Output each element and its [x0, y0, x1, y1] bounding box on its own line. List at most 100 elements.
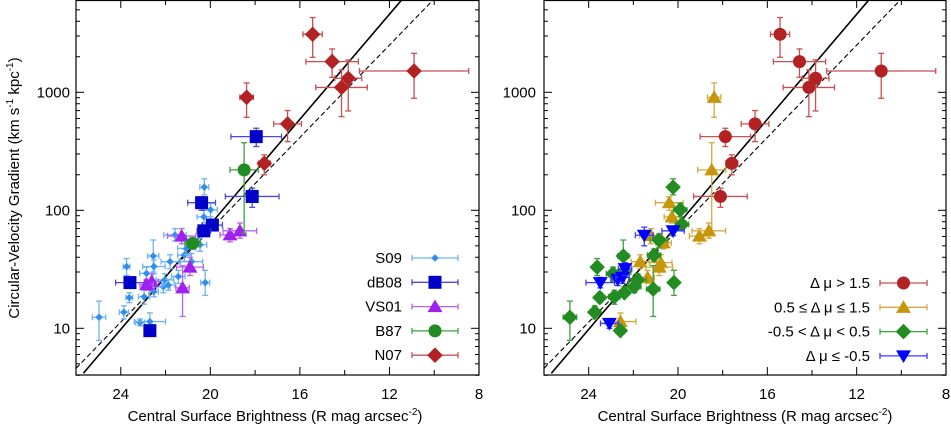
data-point: [606, 288, 623, 305]
legend-entry: S09: [375, 250, 459, 267]
data-point: [238, 89, 255, 106]
legend-marker: [431, 254, 439, 262]
data-point: [340, 70, 357, 87]
data-point: [171, 231, 179, 239]
data-point: [95, 313, 103, 322]
data-point: [632, 254, 648, 268]
data-point: [601, 317, 617, 331]
data-point: [142, 269, 151, 278]
series-N07: [238, 16, 470, 176]
x-tick-label: 24: [112, 386, 129, 403]
x-axis-label-left: Central Surface Brightness (R mag arcsec…: [128, 407, 423, 425]
plot-frame: [75, 0, 480, 376]
data-point: [802, 80, 816, 94]
series-B87: [184, 142, 259, 250]
legend-label: B87: [375, 323, 402, 340]
data-point: [713, 189, 727, 203]
legend-label: N07: [374, 347, 402, 364]
data-point: [636, 229, 652, 243]
legend-entry: 0.5 ≤ Δ μ ≤ 1.5: [774, 299, 928, 316]
data-point: [874, 64, 888, 78]
data-point: [645, 281, 662, 297]
y-tick-label: 100: [45, 202, 70, 219]
x-tick-label: 12: [848, 386, 865, 403]
series--0-5: [585, 225, 685, 331]
legend-marker: [427, 347, 443, 363]
plot-frame: [543, 0, 947, 376]
legend-label: -0.5 < Δ μ < 0.5: [768, 324, 870, 341]
plot-area: [76, 0, 470, 374]
data-point: [200, 183, 209, 191]
data-point: [146, 317, 154, 326]
y-tick-label: 10: [53, 320, 70, 337]
x-tick-label: 8: [942, 386, 950, 403]
legend-label: VS01: [365, 299, 402, 316]
error-bar: [697, 142, 727, 234]
legend-entry: N07: [374, 347, 459, 364]
data-point: [174, 228, 190, 242]
plot-area: [544, 0, 937, 374]
data-point: [691, 228, 707, 242]
series-VS01: [139, 222, 258, 318]
dashed-fit-line: [76, 0, 434, 369]
data-point: [592, 277, 608, 290]
data-point: [195, 196, 209, 210]
data-point: [665, 225, 681, 238]
data-point: [406, 63, 422, 79]
data-point: [333, 79, 350, 96]
legend-entry: Δ μ > 1.5: [810, 275, 928, 292]
legend-label: 0.5 ≤ Δ μ ≤ 1.5: [774, 299, 870, 316]
solid-fit-line: [550, 0, 870, 374]
data-point: [222, 227, 238, 241]
legend-marker: [896, 300, 911, 313]
series-S09: [91, 178, 218, 342]
data-point: [586, 304, 603, 320]
data-point: [175, 280, 191, 294]
axis-ticks: [544, 0, 947, 376]
data-point: [149, 252, 157, 260]
data-point: [182, 259, 198, 273]
data-point: [748, 117, 762, 131]
legend-entry: -0.5 < Δ μ < 0.5: [768, 323, 928, 341]
legend-marker: [428, 324, 442, 338]
data-point: [279, 116, 296, 132]
data-point: [232, 223, 248, 237]
data-point: [120, 308, 128, 316]
legend-label: Δ μ > 1.5: [810, 275, 870, 292]
legend-entry: Δ μ ≤ -0.5: [806, 348, 928, 365]
data-point: [773, 27, 787, 41]
y-axis-label: Circular-Velocity Gradient (km s-1 kpc-1…: [5, 57, 23, 318]
data-point: [304, 26, 321, 43]
data-point: [626, 278, 643, 295]
data-point: [646, 247, 662, 263]
x-tick-label: 20: [670, 386, 687, 403]
data-point: [140, 293, 148, 301]
data-point: [143, 324, 157, 338]
x-axis-label-right: Central Surface Brightness (R mag arcsec…: [598, 407, 893, 425]
data-point: [674, 216, 690, 233]
legend-entry: VS01: [365, 299, 459, 316]
y-tick-label: 1000: [503, 84, 536, 101]
data-point: [664, 209, 680, 223]
data-point: [725, 156, 739, 170]
data-point: [139, 277, 154, 291]
data-point: [665, 179, 681, 195]
data-point: [164, 281, 172, 289]
data-point: [150, 262, 158, 271]
legend-marker: [897, 276, 910, 290]
legend-marker: [895, 323, 912, 340]
data-point: [589, 259, 605, 275]
axis-ticks: [76, 0, 480, 376]
data-point: [245, 189, 259, 203]
x-tick-label: 20: [202, 386, 219, 403]
data-point: [616, 284, 633, 301]
legend-label: dB08: [367, 274, 402, 291]
legend-label: Δ μ ≤ -0.5: [806, 348, 870, 365]
data-point: [706, 90, 722, 103]
data-point: [123, 276, 137, 290]
data-point: [125, 293, 134, 302]
series--0-5-0-5: [562, 178, 690, 342]
